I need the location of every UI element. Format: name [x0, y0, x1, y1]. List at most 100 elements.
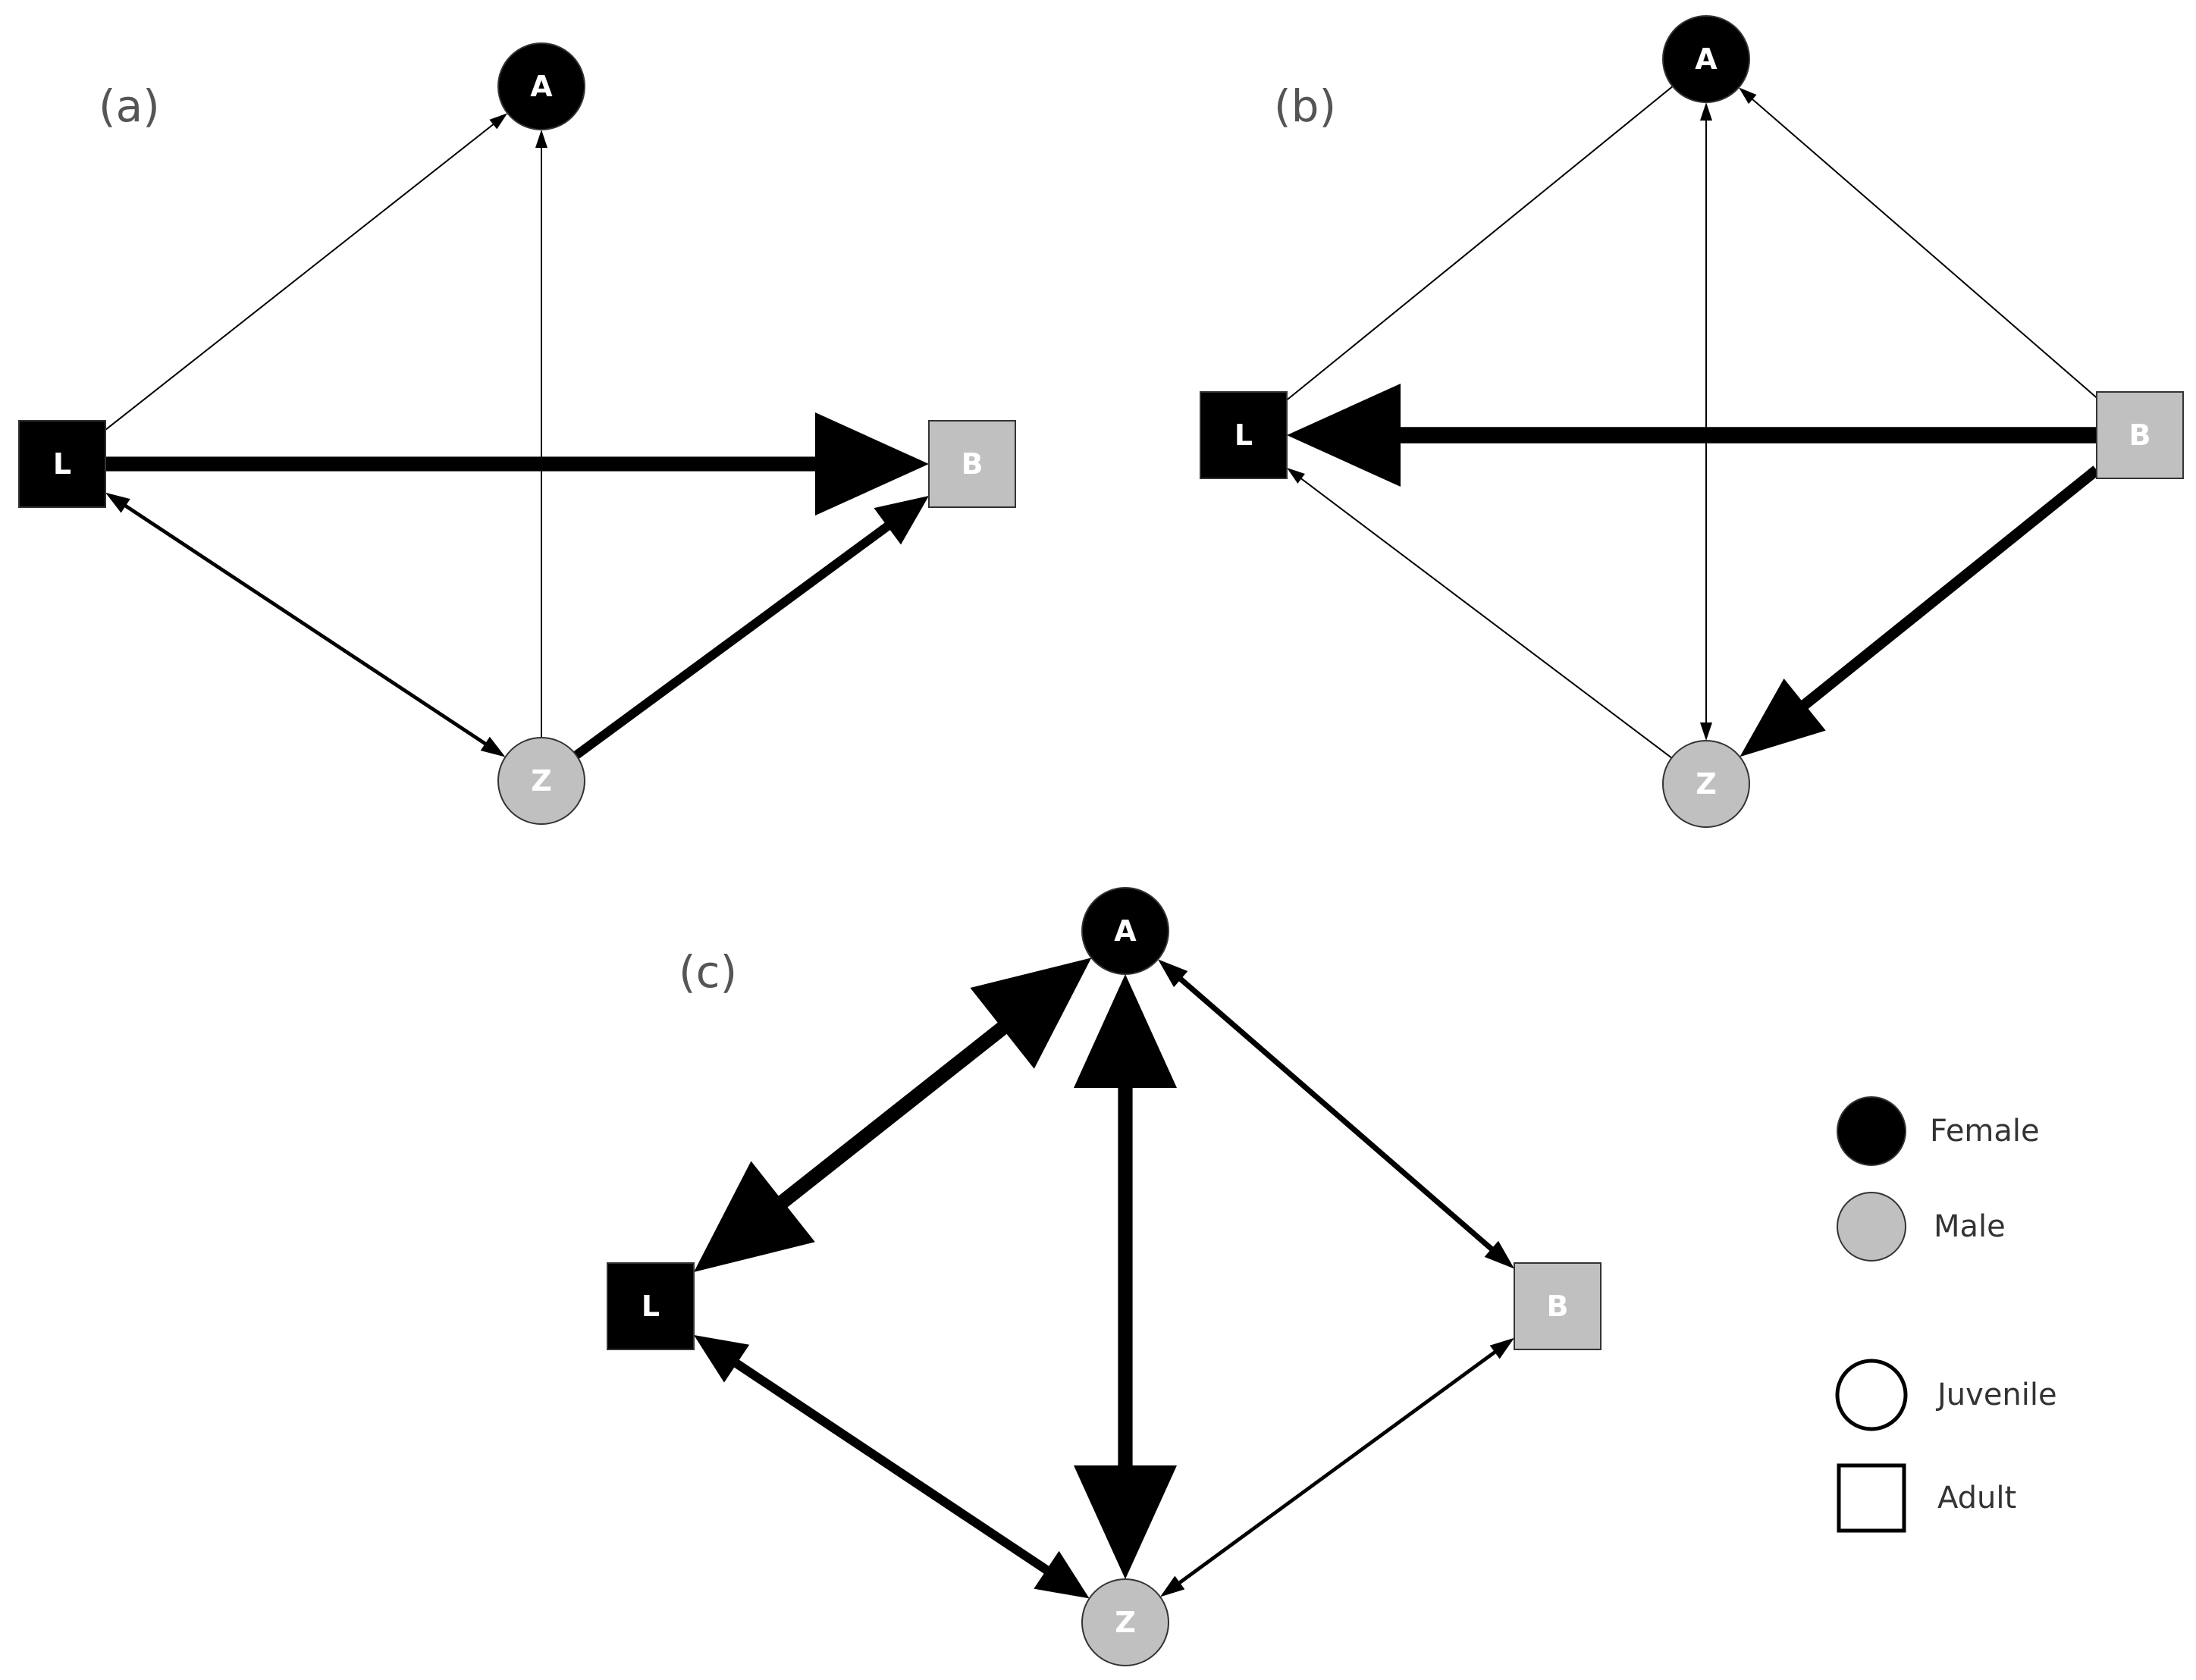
legend-label: Adult	[1937, 1481, 2016, 1515]
arrowhead-Z	[1074, 1465, 1177, 1579]
node-label: Z	[1115, 1606, 1136, 1639]
node-square	[18, 420, 106, 508]
arrowhead-B	[1489, 1337, 1514, 1359]
arrowhead-A	[489, 113, 508, 130]
arrowhead-B	[1484, 1240, 1514, 1269]
legend-label: Female	[1930, 1114, 2040, 1149]
arrowhead-B	[815, 412, 929, 516]
legend-circle-icon	[1835, 1359, 1908, 1431]
arrowhead-A	[1158, 959, 1188, 988]
edge-A-B	[1158, 959, 1514, 1269]
edge-L-B	[105, 412, 929, 516]
arrowhead-Z	[1034, 1550, 1090, 1599]
node-A: A	[497, 42, 585, 130]
legend-circle-icon	[1837, 1096, 1906, 1166]
edge-line	[1294, 473, 1673, 759]
edge-Z-L	[1287, 467, 1673, 759]
edge-B-A	[1739, 87, 2097, 399]
edge-line	[1171, 1345, 1504, 1590]
node-Z: Z	[1081, 1578, 1169, 1666]
node-circle	[497, 42, 585, 130]
legend-item-adult: Adult	[1837, 1463, 2016, 1533]
node-circle	[1081, 1578, 1169, 1666]
arrowhead-Z	[1700, 722, 1712, 741]
edge-Z-B	[573, 495, 929, 760]
panel-c: (c) A L B Z	[607, 887, 1602, 1666]
node-square	[1200, 391, 1288, 479]
arrowhead-Z	[1160, 1575, 1185, 1597]
legend-item-juvenile: Juvenile	[1835, 1359, 2057, 1431]
edge-line	[116, 499, 494, 751]
node-L: L	[1200, 391, 1288, 479]
panel-a: (a) A L B Z	[18, 42, 1016, 825]
node-label: A	[530, 70, 553, 103]
node-label: B	[1547, 1290, 1569, 1323]
legend-label: Juvenile	[1935, 1378, 2057, 1412]
node-L: L	[607, 1262, 695, 1350]
panel-c-label: (c)	[679, 946, 737, 998]
node-B: B	[1514, 1262, 1602, 1350]
edge-L-A	[105, 113, 508, 431]
arrowhead-A	[1074, 974, 1177, 1088]
edge-line	[573, 510, 907, 760]
node-label: L	[1234, 418, 1253, 452]
arrowhead-A	[1739, 87, 1757, 105]
edge-L-A	[694, 958, 1092, 1272]
edge-L-Z	[105, 492, 506, 757]
arrowhead-L	[694, 1161, 815, 1272]
arrowhead-A	[535, 130, 547, 148]
panel-b-label: (b)	[1274, 80, 1336, 132]
edge-line	[105, 119, 500, 431]
edge-line	[1746, 94, 2097, 399]
legend-square-icon	[1837, 1463, 1906, 1533]
edge-line	[1775, 465, 2100, 730]
node-B: B	[928, 420, 1016, 508]
node-circle	[497, 737, 585, 825]
edge-L-A	[1286, 86, 1674, 401]
edge-line	[1286, 86, 1674, 401]
node-circle	[1081, 887, 1169, 975]
arrowhead-L	[1287, 467, 1305, 484]
node-square	[607, 1262, 695, 1350]
node-label: B	[2129, 418, 2151, 452]
edge-line	[742, 994, 1043, 1236]
node-label: Z	[531, 764, 552, 798]
legend-label: Male	[1934, 1209, 2006, 1244]
edge-B-Z	[1740, 465, 2100, 757]
node-label: A	[1114, 914, 1137, 948]
legend-item-male: Male	[1837, 1192, 2006, 1262]
panel-b: (b) A L B Z	[1200, 15, 2184, 828]
node-L: L	[18, 420, 106, 508]
node-square	[2096, 391, 2184, 479]
node-square	[1514, 1262, 1602, 1350]
edge-Z-A	[535, 130, 547, 738]
arrowhead-A	[1700, 102, 1712, 121]
node-label: A	[1695, 42, 1718, 76]
node-Z: Z	[1662, 740, 1750, 828]
node-label: Z	[1696, 767, 1717, 801]
legend-circle-icon	[1837, 1192, 1906, 1262]
edge-line	[1169, 969, 1503, 1259]
edge-B-L	[1287, 384, 2097, 487]
arrowhead-L	[105, 492, 130, 513]
arrowhead-B	[874, 495, 929, 545]
arrowhead-L	[694, 1334, 750, 1383]
node-label: L	[642, 1290, 660, 1323]
arrowhead-A	[970, 958, 1092, 1069]
node-circle	[1662, 15, 1750, 103]
edge-Z-A	[1700, 102, 1712, 741]
node-A: A	[1662, 15, 1750, 103]
node-label: B	[962, 447, 983, 481]
arrowhead-L	[1287, 384, 1401, 487]
node-Z: Z	[497, 737, 585, 825]
edge-Z-B	[1160, 1337, 1514, 1597]
node-A: A	[1081, 887, 1169, 975]
legend-item-female: Female	[1837, 1096, 2040, 1166]
panel-a-label: (a)	[99, 80, 160, 132]
node-square	[928, 420, 1016, 508]
node-B: B	[2096, 391, 2184, 479]
edge-L-Z	[694, 1334, 1090, 1599]
edge-Z-A	[1074, 974, 1177, 1579]
